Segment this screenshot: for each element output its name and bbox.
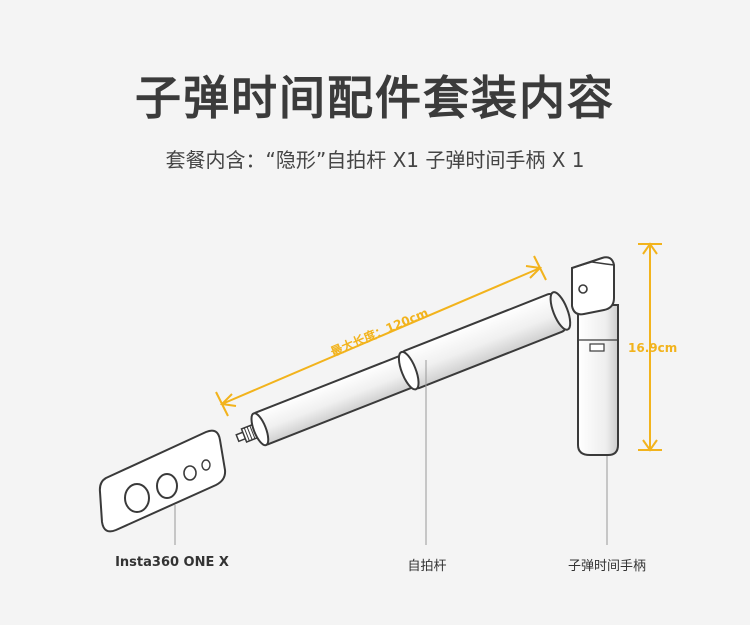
height-dimension-line — [638, 242, 662, 452]
button-icon — [201, 459, 211, 471]
selfie-stick-illustration — [235, 291, 572, 447]
lens-icon — [156, 473, 178, 499]
lens-icon — [124, 483, 150, 513]
screw-icon — [578, 284, 588, 294]
length-dimension-line — [215, 255, 547, 417]
handle-height-label: 16.9cm — [628, 341, 677, 355]
camera-illustration — [98, 429, 227, 533]
handle-label: 子弹时间手柄 — [567, 559, 647, 574]
page-title: 子弹时间配件套装内容 — [135, 71, 615, 125]
button-icon — [183, 465, 197, 481]
package-contents-text: 套餐内含：“隐形”自拍杆 X1 子弹时间手柄 X 1 — [165, 148, 585, 172]
handle-illustration — [571, 256, 619, 456]
camera-label: Insta360 ONE X — [115, 555, 229, 570]
stick-label: 自拍杆 — [407, 559, 447, 574]
